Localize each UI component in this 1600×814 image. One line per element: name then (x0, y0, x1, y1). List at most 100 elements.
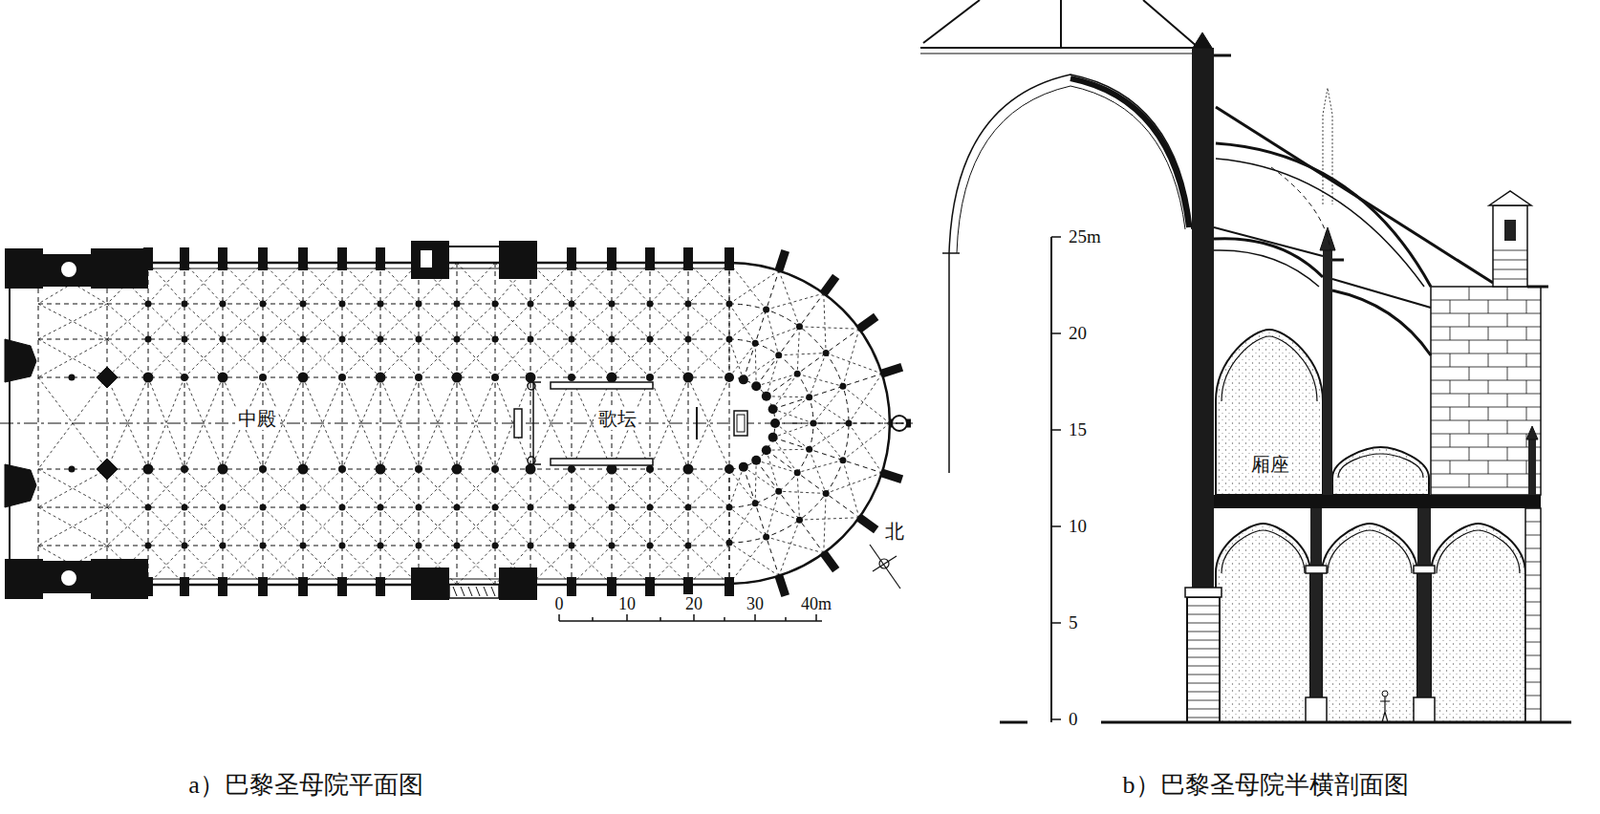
pier (298, 464, 309, 476)
human-figure (1382, 691, 1388, 697)
apse-rib (778, 270, 800, 327)
vault-rib (38, 303, 108, 340)
column (219, 504, 227, 512)
vault-rib (342, 469, 381, 508)
pinnacle (1319, 227, 1336, 251)
buttress (606, 577, 617, 597)
vault-rib (456, 303, 496, 340)
vault-rib (38, 507, 108, 546)
hidden-line (1271, 167, 1331, 251)
vault-rib (495, 469, 531, 508)
vault-rib (418, 303, 457, 340)
apse-rib (848, 423, 883, 474)
arcade-opening (1321, 523, 1418, 723)
scale-tick (1051, 236, 1061, 238)
column (377, 542, 385, 550)
scale-number: 15 (1066, 419, 1089, 441)
vault-rib (456, 469, 496, 508)
pier (567, 373, 576, 382)
scale-tick (659, 617, 662, 622)
vault-rib (530, 339, 572, 378)
vault-rib (688, 507, 730, 546)
vault-rib (184, 507, 223, 546)
stone-joint (1430, 474, 1541, 476)
stone-joint (1449, 380, 1451, 394)
apse-rib (729, 469, 756, 504)
apse-rib (773, 437, 883, 474)
vault-rib (184, 469, 223, 508)
vault-rib (611, 469, 650, 508)
scale-number: 10 (1066, 516, 1089, 538)
pier (143, 372, 154, 384)
axis-line (0, 423, 913, 425)
pier (768, 432, 779, 443)
buttress (645, 577, 655, 597)
gargoyle (1332, 259, 1344, 262)
vault-rib (38, 339, 108, 378)
stone-joint (1525, 588, 1541, 590)
apse-rib (775, 423, 810, 450)
vault-rib (380, 507, 419, 546)
compass (869, 544, 901, 589)
column (568, 301, 576, 308)
column (339, 336, 346, 344)
scale-tick (754, 614, 757, 622)
vault-rib (184, 303, 223, 340)
vault-rib (148, 469, 185, 508)
vault-rib (495, 507, 531, 546)
column (300, 504, 307, 512)
portal (453, 586, 457, 597)
vault-rib (148, 303, 185, 340)
capital (1185, 587, 1222, 598)
stone-joint (1469, 447, 1471, 461)
facade-buttress (4, 464, 37, 508)
pier (738, 374, 749, 385)
column (762, 306, 770, 314)
scale-tick (626, 614, 628, 622)
apse-rib (825, 473, 883, 495)
stone-joint (1469, 313, 1471, 327)
column (726, 504, 734, 512)
stone-joint (1492, 269, 1528, 271)
vault-rib (380, 339, 419, 378)
transept-porch (498, 240, 538, 280)
column (796, 323, 803, 330)
vault-rib (571, 469, 612, 508)
figure-caption: b）巴黎圣母院半横剖面图 (1121, 771, 1411, 800)
buttress (375, 247, 386, 271)
scale-tick (1051, 718, 1061, 721)
column (492, 504, 499, 512)
apse-rib (825, 353, 883, 375)
apse-rib (729, 503, 756, 543)
stone-joint (1526, 460, 1528, 475)
scale-tick (558, 614, 561, 622)
vault-rib (418, 507, 457, 546)
stone-joint (1469, 420, 1471, 434)
column (68, 374, 76, 382)
buttress-masonry (1430, 286, 1541, 496)
gallery-floor (1213, 495, 1541, 509)
pinnacle (1192, 32, 1212, 48)
flying-buttress (1215, 158, 1425, 287)
buttress (298, 577, 308, 597)
room-label: 中殿 (236, 408, 279, 431)
vault-rib (262, 507, 303, 546)
column (492, 542, 499, 550)
column (454, 504, 461, 512)
stone-joint (1507, 420, 1509, 434)
column (685, 542, 692, 550)
gargoyle (1213, 54, 1232, 58)
pier (724, 464, 735, 475)
capital (942, 252, 960, 255)
pier (525, 464, 537, 476)
apse-rib (755, 460, 757, 504)
apse-rib (729, 542, 779, 577)
column (726, 301, 734, 308)
stone-joint (1526, 407, 1528, 421)
column-base (1305, 697, 1327, 723)
buttress (298, 247, 308, 271)
stone-joint (1430, 393, 1541, 395)
column (181, 542, 189, 550)
altar (734, 410, 748, 436)
vault-rib (649, 303, 689, 340)
